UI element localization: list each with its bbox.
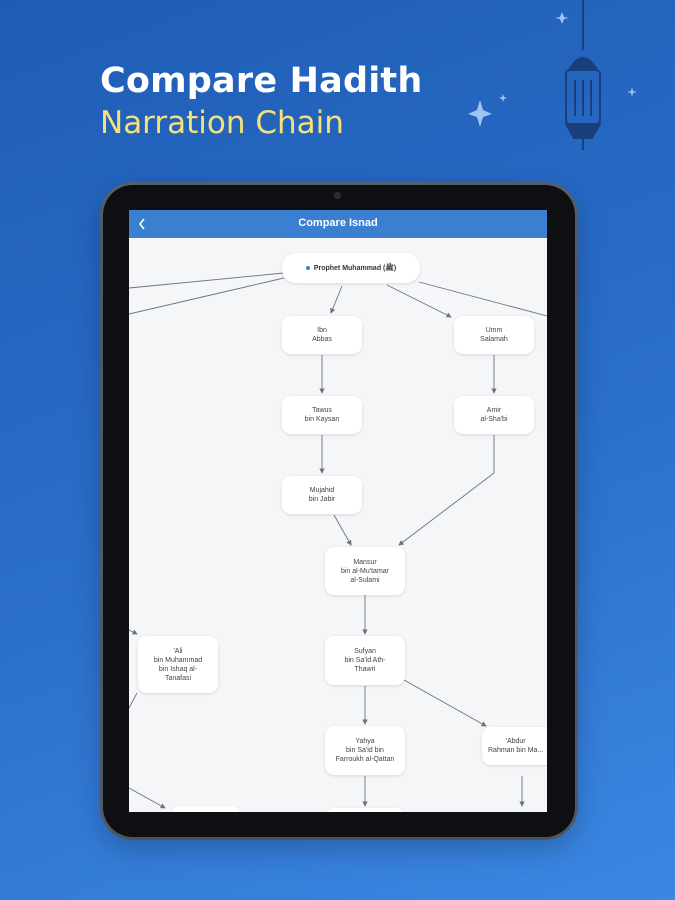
hero-headline: Compare Hadith Narration Chain [100, 60, 422, 144]
isnad-node-umm-salamah[interactable]: Umm Salamah [454, 316, 534, 354]
isnad-node-sufyan[interactable]: Sufyan bin Sa'id Ath- Thawri [325, 636, 405, 685]
hero-subtitle: Narration Chain [100, 105, 344, 141]
isnad-node-label: Mansur bin al-Mu'tamar al-Sulami [340, 558, 390, 584]
app-bar: Compare Isnad [129, 210, 547, 238]
star-icon [468, 12, 637, 127]
isnad-node-mujahid[interactable]: Mujahid bin Jabir [282, 476, 362, 514]
chevron-left-icon [138, 218, 145, 230]
isnad-node-tawus[interactable]: Tawus bin Kaysan [282, 396, 362, 434]
isnad-node-prophet[interactable]: Prophet Muhammad (ﷺ) [282, 253, 420, 283]
lantern-icon [564, 0, 602, 150]
isnad-node-ali[interactable]: 'Ali bin Muhammad bin Ishaq al- Tanafasi [138, 636, 218, 693]
isnad-node-label: Tawus bin Kaysan [304, 407, 340, 423]
isnad-edges [129, 272, 547, 809]
isnad-node-yahya[interactable]: Yahya bin Sa'id bin Farroukh al-Qattan [325, 726, 405, 775]
back-button[interactable] [137, 214, 155, 234]
isnad-node-label: Ibn Abbas [312, 327, 332, 343]
app-screen: Compare Isnad [129, 210, 547, 812]
isnad-node-abdur-rahman[interactable]: 'Abdur Rahman bin Ma... [482, 727, 547, 765]
crescent-moon-icon [513, 28, 530, 57]
isnad-node-ibn-abbas[interactable]: Ibn Abbas [282, 316, 362, 354]
app-title: Compare Isnad [298, 217, 378, 229]
isnad-node-label: Sufyan bin Sa'id Ath- Thawri [344, 648, 386, 673]
isnad-graph[interactable]: Prophet Muhammad (ﷺ) Ibn Abbas Umm Salam… [129, 238, 547, 812]
isnad-node-partial-bottom-center[interactable] [325, 808, 405, 812]
root-marker-icon [305, 266, 310, 270]
isnad-node-label: Prophet Muhammad (ﷺ) [313, 264, 397, 272]
isnad-node-label: Mujahid bin Jabir [308, 487, 336, 503]
isnad-node-mansur[interactable]: Mansur bin al-Mu'tamar al-Sulami [325, 547, 405, 595]
isnad-node-label: Umm Salamah [480, 327, 508, 343]
camera-dot [334, 192, 341, 199]
isnad-node-label: 'Abdur Rahman bin Ma... [488, 738, 544, 754]
hero-title: Compare Hadith [100, 61, 423, 101]
isnad-node-partial-bottom-left[interactable] [171, 806, 241, 812]
isnad-node-label: Amir al-Sha'bi [480, 407, 508, 423]
isnad-node-label: 'Ali bin Muhammad bin Ishaq al- Tanafasi [153, 647, 203, 682]
isnad-node-amir[interactable]: Amir al-Sha'bi [454, 396, 534, 434]
isnad-node-label: Yahya bin Sa'id bin Farroukh al-Qattan [335, 738, 395, 763]
